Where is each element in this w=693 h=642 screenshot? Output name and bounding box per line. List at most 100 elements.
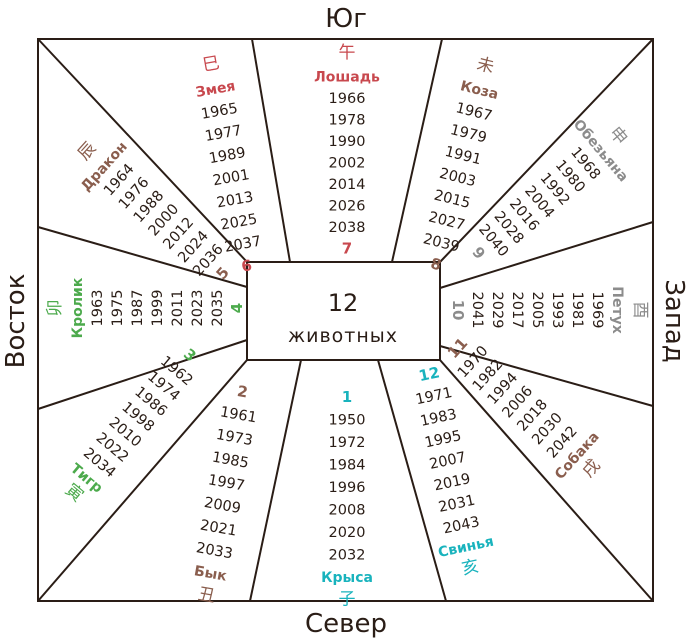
year-label: 2007 bbox=[428, 450, 467, 473]
year-label: 1983 bbox=[419, 407, 458, 430]
year-label: 2032 bbox=[329, 548, 366, 564]
year-label: 2025 bbox=[219, 211, 258, 233]
year-label: 2031 bbox=[437, 493, 476, 516]
year-label: 2038 bbox=[329, 220, 366, 236]
divider-line bbox=[391, 38, 443, 263]
year-label: 2001 bbox=[212, 167, 251, 189]
year-label: 1991 bbox=[443, 144, 483, 168]
year-label: 1984 bbox=[329, 458, 366, 474]
year-label: 2029 bbox=[489, 292, 505, 329]
animal-name: Кролик bbox=[70, 277, 86, 338]
divider-line bbox=[37, 339, 248, 410]
direction-east: Восток bbox=[1, 274, 31, 369]
animal-index: 10 bbox=[449, 300, 467, 321]
animal-index: 12 bbox=[417, 363, 441, 385]
year-label: 1990 bbox=[329, 134, 366, 150]
divider-line bbox=[377, 359, 447, 602]
year-label: 2011 bbox=[170, 290, 186, 327]
center-number: 12 bbox=[328, 289, 359, 317]
year-label: 2013 bbox=[216, 189, 255, 211]
year-label: 1963 bbox=[90, 290, 106, 327]
center-label: животных bbox=[288, 325, 398, 347]
divider-line bbox=[37, 226, 248, 288]
animal-index: 3 bbox=[180, 345, 200, 365]
animal-index: 6 bbox=[240, 256, 253, 276]
animal-name: Коза bbox=[459, 78, 500, 103]
year-label: 2003 bbox=[438, 166, 478, 190]
year-label: 1989 bbox=[208, 145, 247, 167]
divider-line bbox=[439, 221, 654, 289]
zodiac-glyph: 申 bbox=[605, 123, 631, 149]
year-label: 2014 bbox=[329, 177, 366, 193]
year-label: 1971 bbox=[414, 385, 453, 408]
animal-name: Бык bbox=[193, 563, 229, 585]
year-label: 1993 bbox=[549, 292, 565, 329]
diagram-frame bbox=[37, 38, 654, 602]
animal-name: Лошадь bbox=[314, 70, 380, 86]
animal-index: 1 bbox=[342, 388, 352, 406]
year-label: 2021 bbox=[199, 518, 238, 540]
year-label: 1979 bbox=[449, 122, 489, 146]
animal-index: 9 bbox=[468, 243, 488, 263]
zodiac-glyph: 亥 bbox=[460, 556, 481, 579]
divider-line bbox=[439, 38, 654, 263]
divider-line bbox=[439, 359, 654, 602]
year-label: 2041 bbox=[469, 292, 485, 329]
year-label: 1999 bbox=[150, 290, 166, 327]
year-label: 1975 bbox=[110, 290, 126, 327]
year-label: 1987 bbox=[130, 290, 146, 327]
year-label: 2033 bbox=[195, 540, 234, 562]
year-label: 2020 bbox=[329, 525, 366, 541]
year-label: 1961 bbox=[219, 404, 258, 426]
year-label: 1997 bbox=[207, 472, 246, 494]
year-label: 2009 bbox=[203, 495, 242, 517]
animal-name: Крыса bbox=[321, 570, 373, 586]
year-label: 2026 bbox=[329, 199, 366, 215]
year-label: 1978 bbox=[329, 113, 366, 129]
year-label: 1950 bbox=[329, 413, 366, 429]
direction-north: Север bbox=[305, 609, 387, 639]
year-label: 2027 bbox=[427, 209, 467, 233]
year-label: 1967 bbox=[454, 100, 494, 124]
year-label: 2002 bbox=[329, 156, 366, 172]
year-label: 1996 bbox=[329, 480, 366, 496]
divider-line bbox=[439, 345, 654, 407]
zodiac-glyph: 未 bbox=[475, 54, 496, 78]
year-label: 1981 bbox=[569, 292, 585, 329]
year-label: 2015 bbox=[432, 188, 472, 212]
zodiac-glyph: 巳 bbox=[201, 53, 221, 76]
year-label: 2008 bbox=[329, 503, 366, 519]
year-label: 2043 bbox=[442, 514, 481, 537]
year-label: 2017 bbox=[509, 292, 525, 329]
year-label: 2023 bbox=[190, 290, 206, 327]
year-label: 1969 bbox=[589, 292, 605, 329]
outer-border bbox=[37, 38, 654, 602]
year-label: 1973 bbox=[215, 427, 254, 449]
year-label: 2005 bbox=[529, 292, 545, 329]
animal-index: 5 bbox=[212, 263, 232, 283]
year-label: 1995 bbox=[423, 428, 462, 451]
year-label: 1965 bbox=[200, 101, 239, 123]
direction-south: Юг bbox=[325, 4, 367, 34]
year-label: 1985 bbox=[211, 450, 250, 472]
year-label: 1972 bbox=[329, 435, 366, 451]
animal-index: 4 bbox=[228, 303, 246, 313]
year-label: 1966 bbox=[329, 91, 366, 107]
divider-line bbox=[249, 359, 302, 602]
year-label: 1977 bbox=[204, 123, 243, 145]
animal-index: 2 bbox=[236, 382, 249, 402]
direction-west: Запад bbox=[659, 279, 689, 363]
zodiac-glyph: 酉 bbox=[630, 302, 650, 319]
zodiac-glyph: 午 bbox=[339, 43, 356, 63]
zodiac-glyph: 子 bbox=[339, 590, 356, 610]
